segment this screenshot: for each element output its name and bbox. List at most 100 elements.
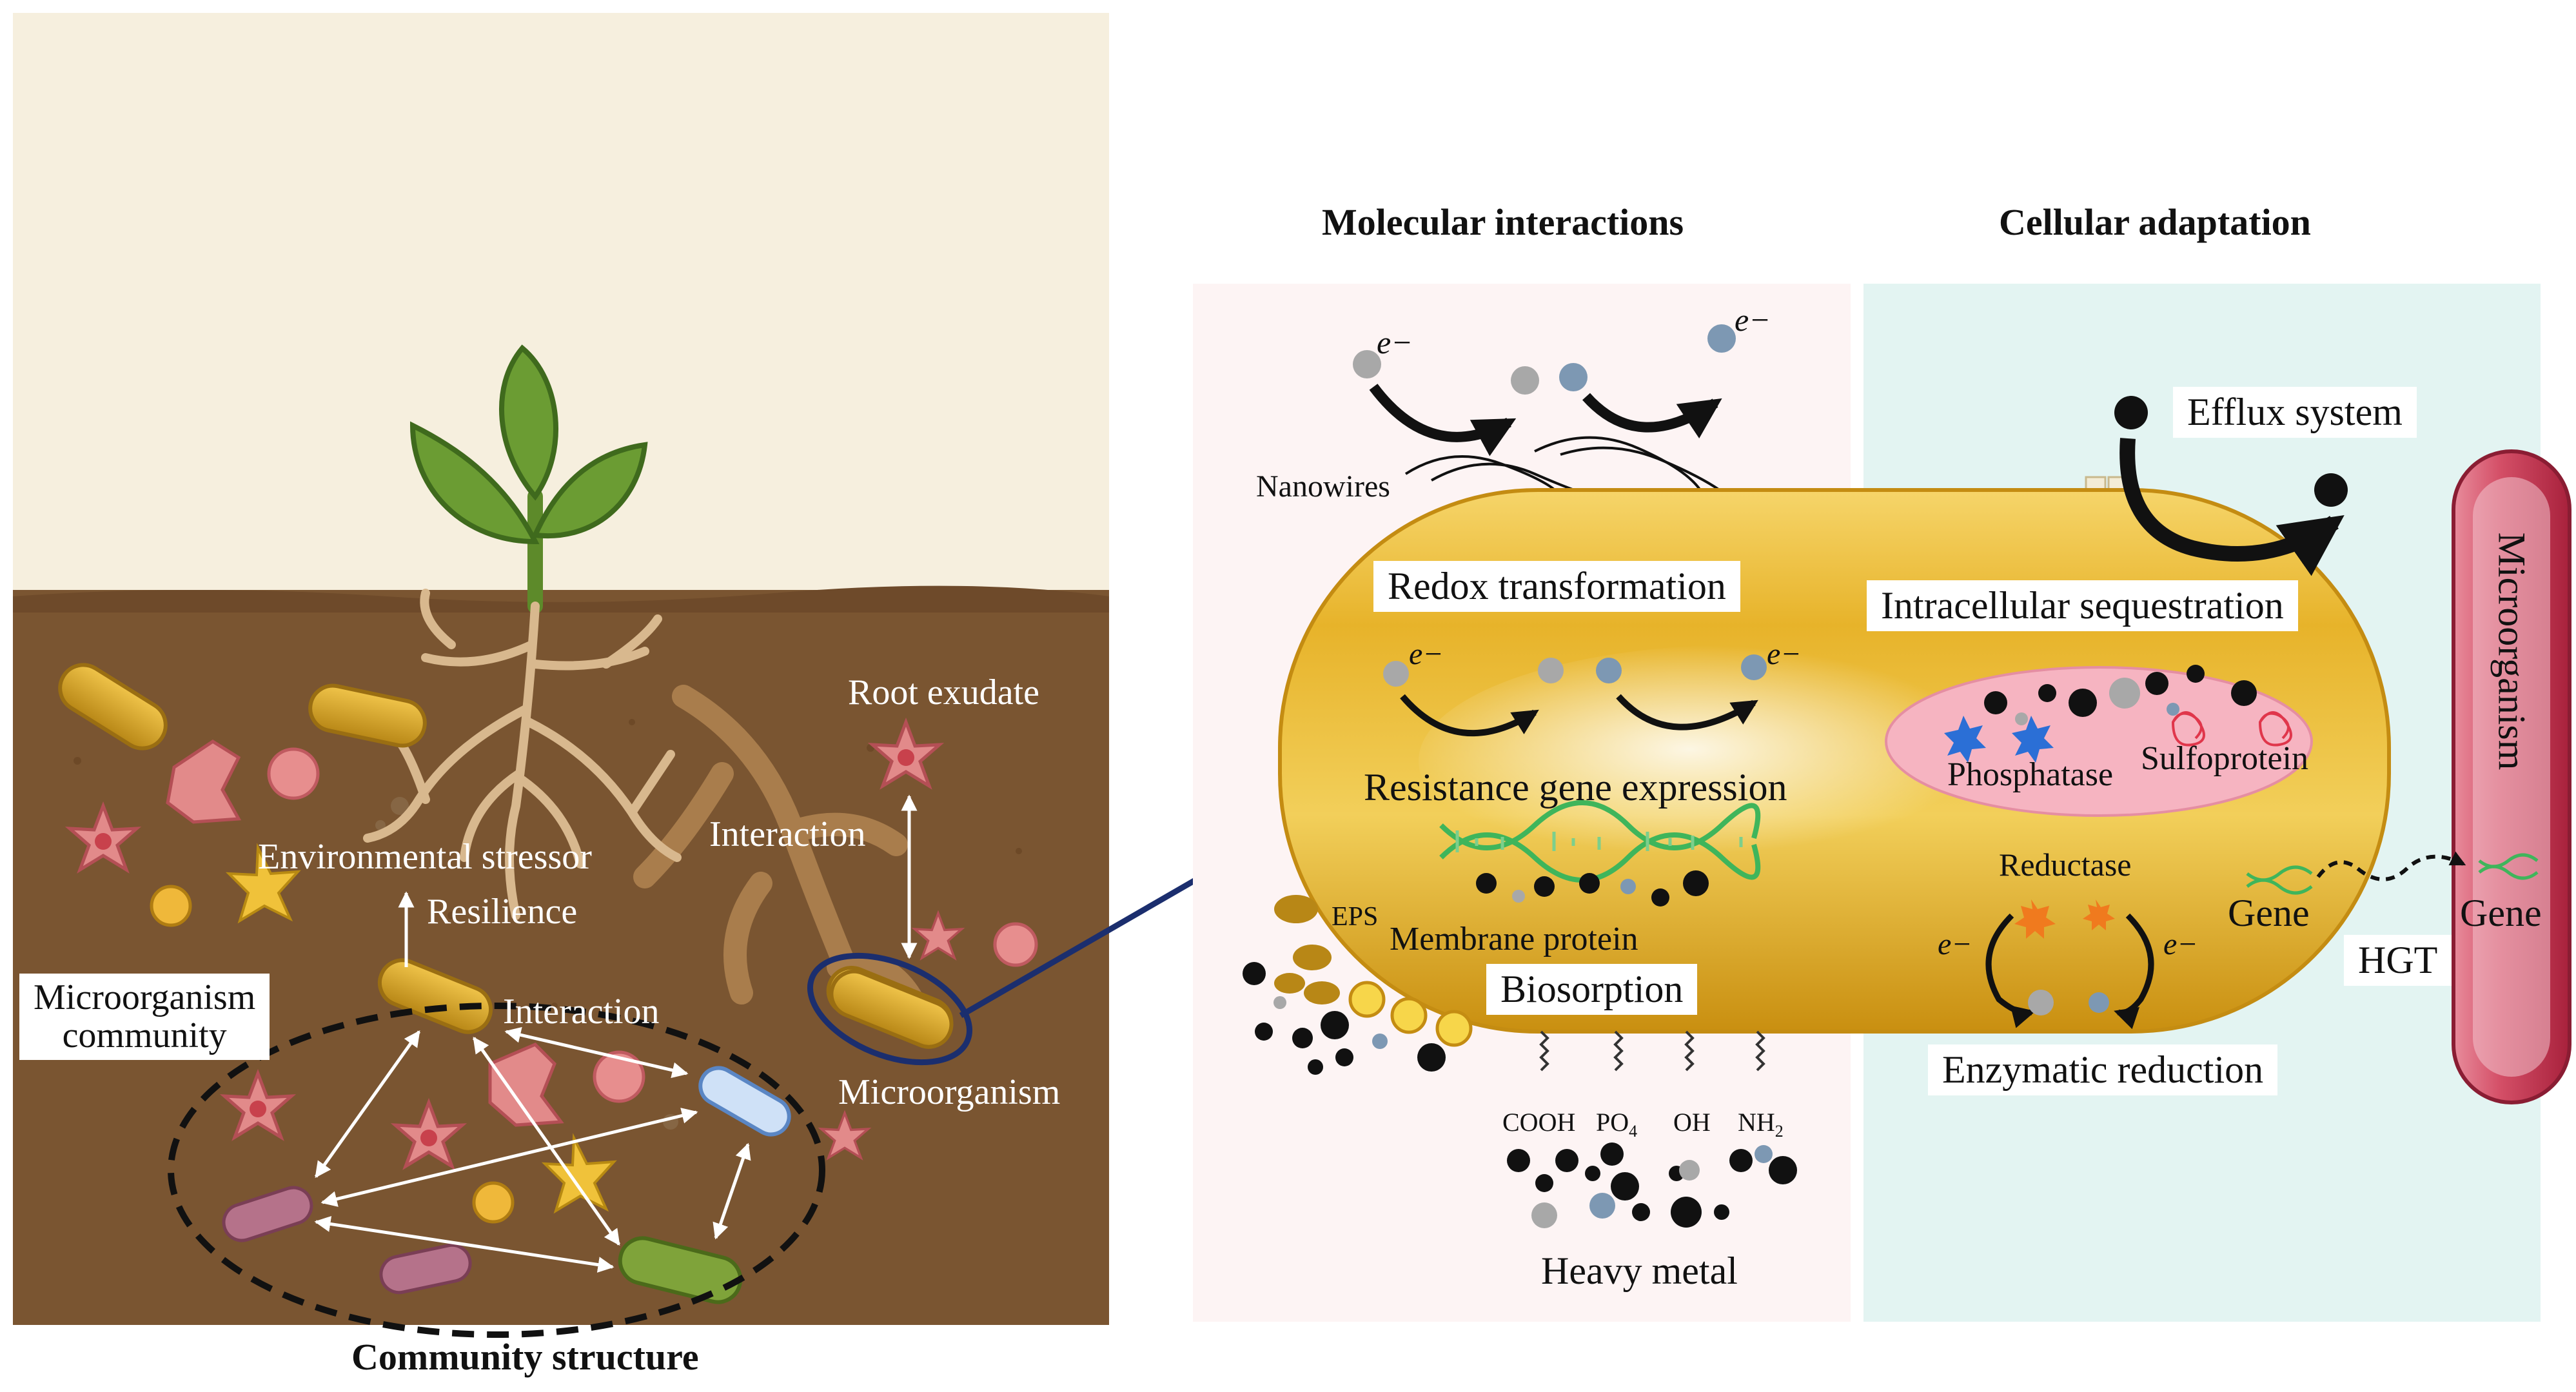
label-neighbor-microorganism: Microorganism	[2490, 532, 2533, 770]
star-organism	[219, 1068, 297, 1141]
yellow-cell	[150, 885, 192, 927]
nanowire-metals	[1353, 324, 1736, 395]
round-cell	[593, 1050, 645, 1103]
dna-helix-icon	[1439, 800, 1761, 883]
label-biosorption: Biosorption	[1486, 964, 1698, 1015]
label-gene-right: Gene	[2460, 892, 2542, 934]
electron-label: e−	[2163, 927, 2198, 961]
label-reductase: Reductase	[1999, 847, 2132, 883]
membrane-proteins	[1348, 981, 1473, 1047]
group-nh2: NH2	[1738, 1108, 1784, 1141]
star-organism	[867, 717, 945, 790]
star-organism	[911, 910, 965, 961]
electron-label: e−	[1377, 324, 1413, 360]
plant	[409, 344, 648, 614]
label-eps: EPS	[1332, 902, 1379, 932]
community-line-1: Microorganism	[34, 977, 256, 1017]
dna-metals	[1476, 870, 1709, 907]
green-bacterium	[618, 1236, 743, 1304]
group-cooh-text: COOH	[1502, 1108, 1576, 1137]
group-nh-text: NH	[1738, 1108, 1775, 1137]
nanowire-electron-arrows	[1369, 384, 1722, 456]
efflux-metal-in	[2114, 396, 2148, 429]
heading-molecular-interactions: Molecular interactions	[1322, 201, 1684, 243]
group-oh-text: OH	[1673, 1108, 1711, 1137]
functional-group-links	[1539, 1030, 1765, 1072]
heading-cellular-adaptation: Cellular adaptation	[1999, 201, 2311, 243]
sulfoprotein-icon	[2171, 711, 2292, 747]
redox-arrows	[1400, 694, 1758, 737]
group-po-text: PO	[1596, 1108, 1629, 1137]
group-cooh: COOH	[1502, 1109, 1575, 1136]
label-gene-left: Gene	[2228, 892, 2310, 934]
fungal-cell	[166, 740, 242, 824]
label-nanowires: Nanowires	[1256, 469, 1390, 504]
plant-roots	[363, 589, 682, 920]
electron-label: e−	[1938, 927, 1972, 961]
round-cell	[993, 922, 1038, 967]
highlighted-microorganism	[829, 969, 954, 1049]
heading-community-structure: Community structure	[351, 1336, 699, 1378]
rod-bacterium	[58, 663, 168, 750]
group-po4: PO4	[1596, 1108, 1638, 1141]
label-intracellular-sequestration: Intracellular sequestration	[1867, 580, 2298, 631]
electron-label: e−	[1409, 637, 1444, 671]
label-sulfoprotein: Sulfoprotein	[2141, 740, 2308, 777]
electron-label: e−	[1767, 637, 1802, 671]
redox-metals	[1383, 654, 1767, 687]
interaction-arrows	[314, 1026, 751, 1273]
label-membrane-protein: Membrane protein	[1390, 921, 1638, 957]
label-interaction-exudate: Interaction	[709, 814, 866, 854]
label-hgt: HGT	[2344, 935, 2452, 986]
pink-bacterium	[222, 1186, 313, 1242]
star-organism	[64, 801, 142, 874]
plant-leaf-left	[409, 421, 540, 545]
label-efflux-system: Efflux system	[2173, 387, 2417, 438]
label-redox-transformation: Redox transformation	[1373, 561, 1740, 612]
soil-surface	[13, 585, 1109, 613]
yellow-star	[225, 843, 301, 924]
label-environmental-stressor: Environmental stressor	[258, 837, 592, 877]
label-root-exudate: Root exudate	[848, 672, 1040, 712]
reduced-metal	[2089, 992, 2109, 1013]
efflux-arrow	[2119, 438, 2345, 576]
efflux-metal-out	[2314, 473, 2348, 507]
group-nh-subscript: 2	[1775, 1122, 1784, 1141]
plant-leaf-right	[531, 442, 648, 539]
label-resilience: Resilience	[427, 892, 578, 932]
label-microorganism-community: Microorganism community	[19, 974, 270, 1060]
gene-dna-icon	[2246, 865, 2313, 895]
plant-leaf-top	[499, 344, 558, 501]
community-boundary	[168, 1003, 825, 1338]
label-heavy-metal: Heavy metal	[1541, 1250, 1738, 1292]
reductase-icon	[2014, 899, 2115, 939]
eps-blobs	[1274, 895, 1340, 1005]
round-cell	[267, 747, 320, 800]
community-line-2: community	[62, 1015, 227, 1055]
label-phosphatase: Phosphatase	[1947, 756, 2114, 793]
label-enzymatic-reduction: Enzymatic reduction	[1928, 1044, 2278, 1095]
heavy-metal-ions	[1507, 1142, 1797, 1228]
label-microorganism: Microorganism	[838, 1072, 1061, 1112]
group-po-subscript: 4	[1629, 1122, 1638, 1141]
rod-bacterium	[378, 958, 493, 1034]
reduced-metal	[2028, 990, 2054, 1015]
blue-bacterium	[698, 1066, 791, 1137]
neighbor-gene-dna-icon	[2478, 853, 2539, 880]
enzymatic-reduction-arrows	[1985, 913, 2154, 1030]
cell-highlight	[1419, 645, 2063, 877]
yellow-cell	[472, 1181, 515, 1224]
label-resistance-gene-expression: Resistance gene expression	[1364, 766, 1787, 809]
biosorption-metals	[1243, 962, 1446, 1075]
rod-bacterium	[308, 683, 427, 748]
group-oh: OH	[1673, 1109, 1711, 1136]
phosphatase-icon	[1944, 716, 2054, 763]
electron-label: e−	[1735, 302, 1771, 338]
neighbor-inner	[2473, 477, 2550, 1077]
sequestered-metals	[1984, 665, 2257, 725]
soil-panel	[13, 13, 1279, 1338]
label-interaction-community: Interaction	[503, 992, 660, 1032]
highlight-ring	[807, 952, 973, 1066]
star-organism	[818, 1110, 872, 1161]
hgt-arrow	[2316, 851, 2466, 881]
